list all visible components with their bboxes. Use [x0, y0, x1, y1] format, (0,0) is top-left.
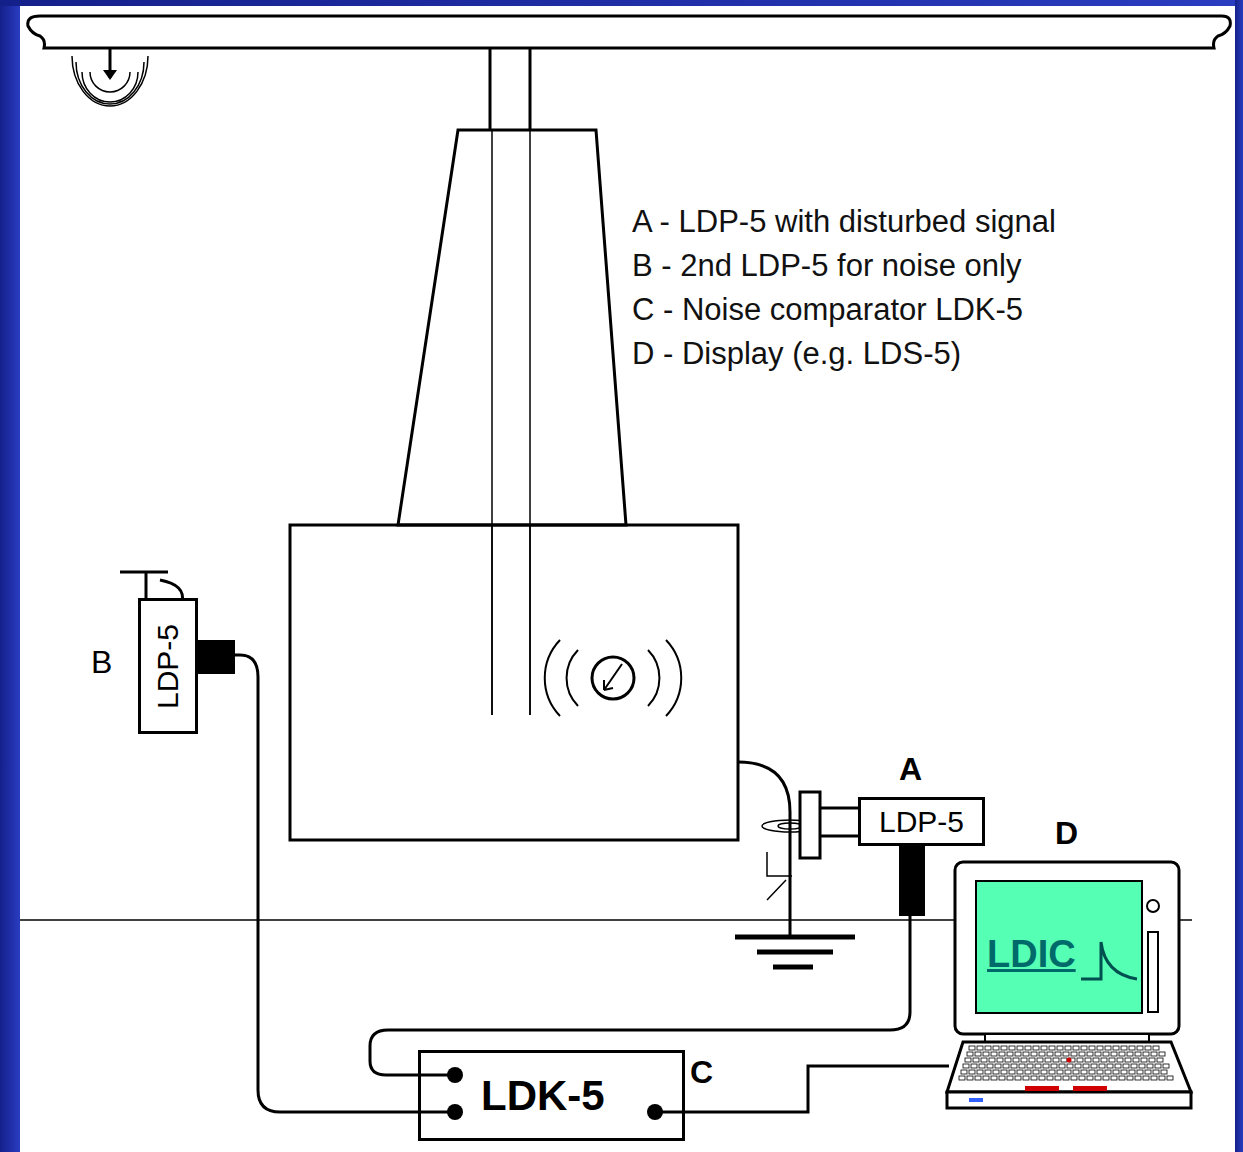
device-name: LDP-5: [152, 623, 185, 708]
ground-wire: [738, 762, 790, 935]
callout-letter: C: [690, 1055, 713, 1090]
legend-line: A - LDP-5 with disturbed signal: [632, 200, 1056, 244]
signal-cable: [685, 1066, 949, 1112]
pin-dot: [447, 1104, 463, 1120]
pin-dot: [647, 1104, 663, 1120]
connector-plug: [899, 846, 925, 916]
sensor-box: BLDP-5: [138, 598, 198, 734]
callout-letter: D: [1055, 816, 1078, 851]
noise-waves: [72, 56, 148, 106]
transformer-tank: [290, 525, 738, 840]
legend-line: D - Display (e.g. LDS-5): [632, 332, 1056, 376]
ground-symbol: [735, 937, 855, 967]
noise-arrowhead: [103, 70, 117, 80]
sensor-clamp: [800, 792, 820, 858]
conductor-inner: [491, 130, 493, 715]
frame-left: [0, 0, 20, 1152]
legend-text: A - LDP-5 with disturbed signalB - 2nd L…: [632, 200, 1056, 376]
signal-cable: [370, 846, 910, 1075]
device-name: LDK-5: [481, 1073, 605, 1119]
pin-dot: [447, 1067, 463, 1083]
screen-text: LDIC: [987, 934, 1076, 976]
comparator-box: LDK-5C: [418, 1050, 685, 1141]
conductor: [529, 48, 532, 130]
callout-letter: B: [91, 645, 112, 680]
legend-line: C - Noise comparator LDK-5: [632, 288, 1056, 332]
conductor-inner: [529, 130, 531, 715]
conductor: [489, 48, 492, 130]
connector-plug: [198, 640, 235, 674]
switch-symbol: [767, 852, 792, 900]
frame-top: [0, 0, 1243, 6]
laptop-display: DLDIC: [945, 860, 1195, 1112]
device-name: LDP-5: [879, 805, 964, 838]
bushing: [398, 130, 626, 525]
signal-cable: [198, 655, 418, 1112]
partial-discharge-symbol: [545, 640, 681, 716]
laptop-screen: LDIC: [975, 880, 1143, 1014]
legend-line: B - 2nd LDP-5 for noise only: [632, 244, 1056, 288]
sensor-box: ALDP-5: [858, 797, 985, 846]
busbar: [28, 16, 1231, 48]
callout-letter: A: [899, 752, 922, 787]
frame-right: [1235, 0, 1243, 1152]
